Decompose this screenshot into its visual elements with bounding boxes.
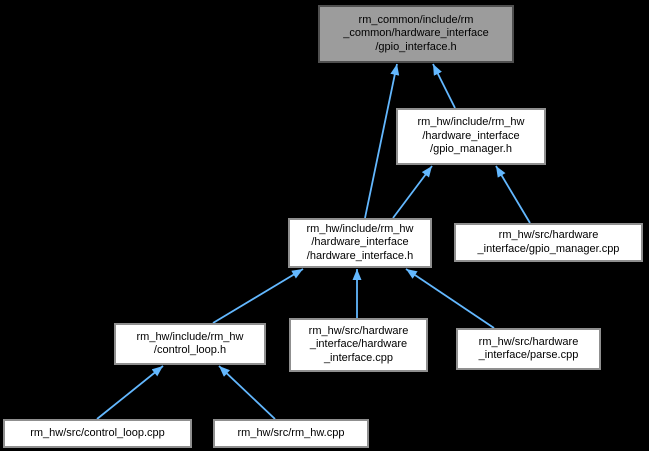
node-label-line: rm_hw/src/rm_hw.cpp — [237, 426, 345, 439]
node-label-line: rm_hw/src/control_loop.cpp — [30, 426, 165, 439]
node-label-line: rm_hw/src/hardware — [478, 335, 579, 348]
dependency-edge-hardware_interface_h-to-gpio_manager_h — [392, 165, 433, 219]
node-label-line: _interface/parse.cpp — [478, 349, 579, 361]
node-label-line: rm_hw/include/rm_hw — [417, 116, 525, 129]
node-label-line: /hardware_interface — [422, 129, 520, 142]
graph-node-control_loop_h[interactable]: rm_hw/include/rm_hw/control_loop.h — [114, 323, 266, 365]
graph-node-gpio_manager_cpp[interactable]: rm_hw/src/hardware_interface/gpio_manage… — [454, 223, 643, 262]
dependency-edge-hardware_interface_h-to-gpio_interface_h — [364, 63, 400, 219]
graph-node-control_loop_cpp[interactable]: rm_hw/src/control_loop.cpp — [3, 419, 192, 448]
dependency-edge-control_loop_cpp-to-control_loop_h — [96, 365, 164, 420]
node-label-line: rm_common/include/rm — [358, 13, 474, 26]
node-label-line: _interface/gpio_manager.cpp — [477, 242, 620, 255]
graph-node-hardware_interface_cpp[interactable]: rm_hw/src/hardware_interface/hardware_in… — [289, 318, 428, 372]
node-label-line: /gpio_interface.h — [375, 40, 457, 53]
dependency-edge-gpio_manager_cpp-to-gpio_manager_h — [495, 165, 531, 224]
dependency-edge-control_loop_h-to-hardware_interface_h — [212, 268, 304, 324]
node-label-line: rm_hw/src/hardware — [498, 229, 599, 241]
node-label-line: rm_hw/src/hardware — [308, 324, 409, 337]
node-label-line: /hardware_interface.h — [306, 249, 414, 262]
dependency-edge-rm_hw_cpp-to-control_loop_h — [218, 365, 276, 420]
node-label-line: /gpio_manager.h — [430, 143, 512, 156]
node-label-line: rm_hw/include/rm_hw — [136, 330, 244, 343]
node-label-line: rm_hw/include/rm_hw — [306, 222, 414, 235]
node-label-line: _interface/hardware — [309, 338, 408, 351]
node-label-line: _interface.cpp — [323, 351, 394, 364]
dependency-edge-gpio_manager_h-to-gpio_interface_h — [432, 63, 456, 109]
dependency-edge-parse_cpp-to-hardware_interface_h — [405, 268, 495, 329]
node-label-line: _common/hardware_interface — [343, 27, 489, 40]
graph-node-hardware_interface_h[interactable]: rm_hw/include/rm_hw/hardware_interface/h… — [288, 218, 432, 268]
edge-group — [96, 63, 531, 420]
graph-node-parse_cpp[interactable]: rm_hw/src/hardware_interface/parse.cpp — [456, 328, 601, 370]
graph-node-rm_hw_cpp[interactable]: rm_hw/src/rm_hw.cpp — [213, 419, 369, 448]
graph-node-gpio_interface_h: rm_common/include/rm_common/hardware_int… — [318, 5, 514, 63]
node-label-line: /control_loop.h — [153, 344, 227, 356]
node-label-line: /hardware_interface — [311, 236, 409, 249]
graph-node-gpio_manager_h[interactable]: rm_hw/include/rm_hw/hardware_interface/g… — [396, 108, 546, 165]
